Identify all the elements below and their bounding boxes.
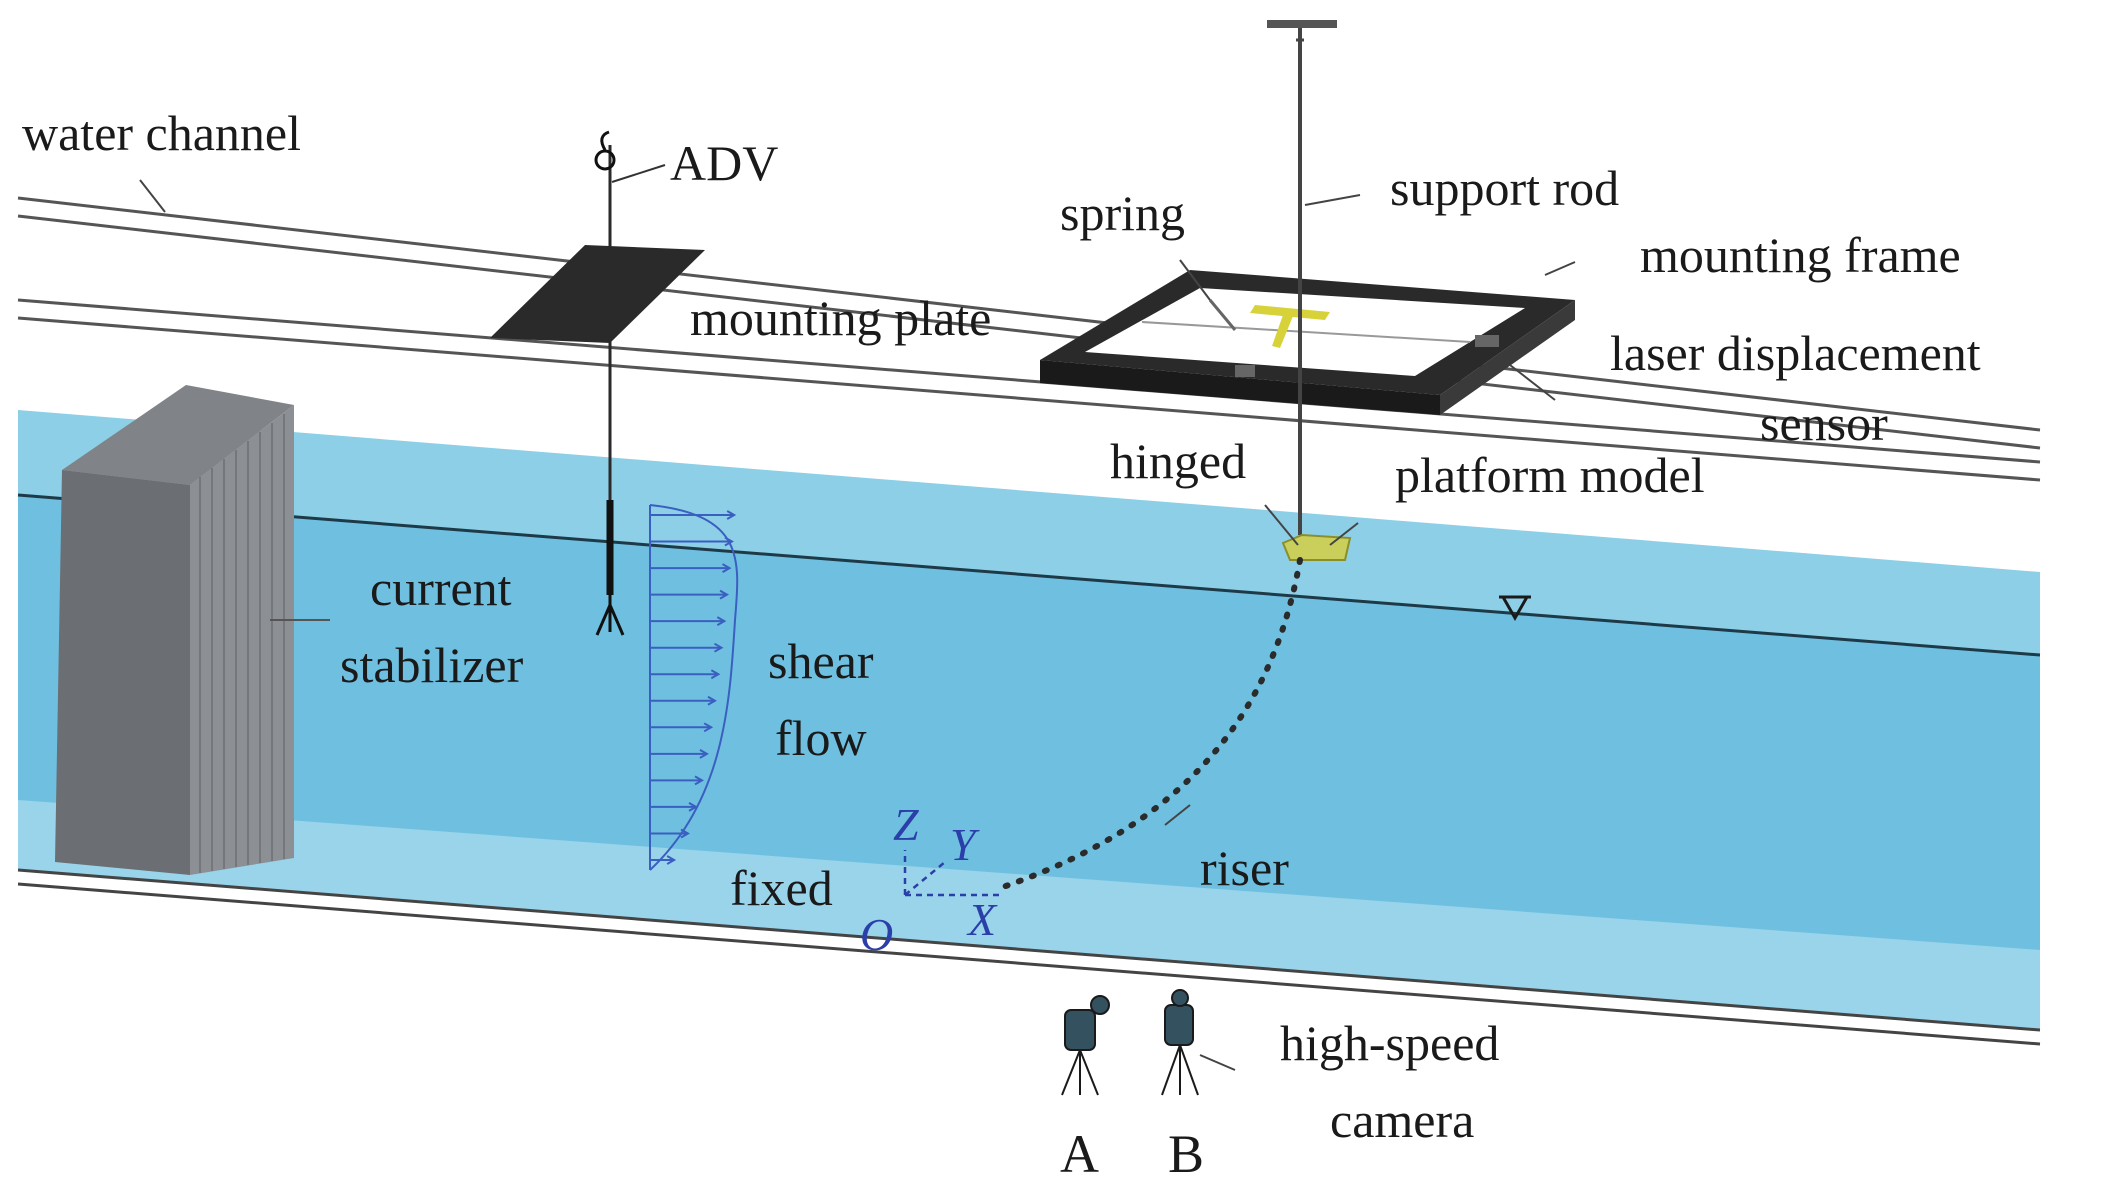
shear-arrow-head xyxy=(694,775,705,786)
shear-arrow-head xyxy=(680,828,690,839)
label-current-line2: stabilizer xyxy=(340,637,524,693)
label-camera-a: A xyxy=(1060,1124,1099,1184)
label-laser-line1: laser displacement xyxy=(1610,325,1981,381)
label-laser-line2: sensor xyxy=(1760,395,1888,451)
shear-arrow-head xyxy=(722,563,732,573)
current-stabilizer xyxy=(55,385,330,875)
stabilizer-side xyxy=(190,405,294,875)
label-fixed: fixed xyxy=(730,860,833,916)
mounting-plate xyxy=(490,245,705,343)
label-hinged: hinged xyxy=(1110,433,1246,489)
shear-flow-profile xyxy=(649,504,739,871)
stabilizer-front xyxy=(55,470,190,875)
label-highspeed-line1: high-speed xyxy=(1280,1015,1499,1071)
shear-arrow-head xyxy=(707,695,717,706)
shear-arrow-head xyxy=(703,722,714,733)
laser-sensor xyxy=(1235,365,1255,377)
shear-arrow-head xyxy=(719,589,730,600)
label-spring: spring xyxy=(1060,185,1185,241)
hinge-t-bar xyxy=(1250,305,1330,348)
label-current-line1: current xyxy=(370,560,512,616)
shear-arrow-head xyxy=(724,536,734,547)
camera-a-icon xyxy=(1061,995,1110,1096)
coordinate-axes xyxy=(903,850,1000,897)
stabilizer-top xyxy=(62,385,294,485)
axis-x-label: X xyxy=(966,894,998,945)
water-channel xyxy=(17,196,2041,1046)
adv-assembly xyxy=(490,130,705,636)
water-level-icon xyxy=(1499,595,1531,622)
support-rod xyxy=(1267,20,1337,535)
axis-y-label: Y xyxy=(950,819,980,870)
channel-bottom xyxy=(18,800,2040,1030)
label-mounting-plate: mounting plate xyxy=(690,290,991,346)
label-riser: riser xyxy=(1200,840,1289,896)
label-mounting-frame: mounting frame xyxy=(1640,227,1961,283)
label-camera-b: B xyxy=(1168,1124,1204,1184)
shear-arrow-head xyxy=(726,510,737,520)
shear-arrow-head xyxy=(699,748,709,759)
axis-z-label: Z xyxy=(893,799,919,850)
leader-lines xyxy=(139,179,1576,1071)
riser xyxy=(997,557,1303,891)
water-surface xyxy=(18,410,2040,655)
shear-arrow-head xyxy=(713,642,724,653)
camera-b-icon xyxy=(1161,989,1199,1096)
axis-origin-label: O xyxy=(860,909,893,960)
shear-arrow-head xyxy=(688,802,698,812)
shear-arrow-head xyxy=(710,669,721,680)
mounting-frame-assembly xyxy=(1040,270,1575,415)
adv-probe-icon xyxy=(594,130,625,636)
shear-arrow-head xyxy=(666,855,677,865)
label-platform-model: platform model xyxy=(1395,447,1705,503)
label-support-rod: support rod xyxy=(1390,160,1619,216)
label-shear-line1: shear xyxy=(768,633,874,689)
label-shear-line2: flow xyxy=(775,710,867,766)
label-highspeed-line2: camera xyxy=(1330,1092,1474,1148)
shear-arrow-head xyxy=(716,616,727,627)
spring xyxy=(1208,299,1237,331)
label-adv: ADV xyxy=(670,135,778,191)
label-water-channel: water channel xyxy=(22,105,301,161)
water-line xyxy=(17,493,2041,657)
